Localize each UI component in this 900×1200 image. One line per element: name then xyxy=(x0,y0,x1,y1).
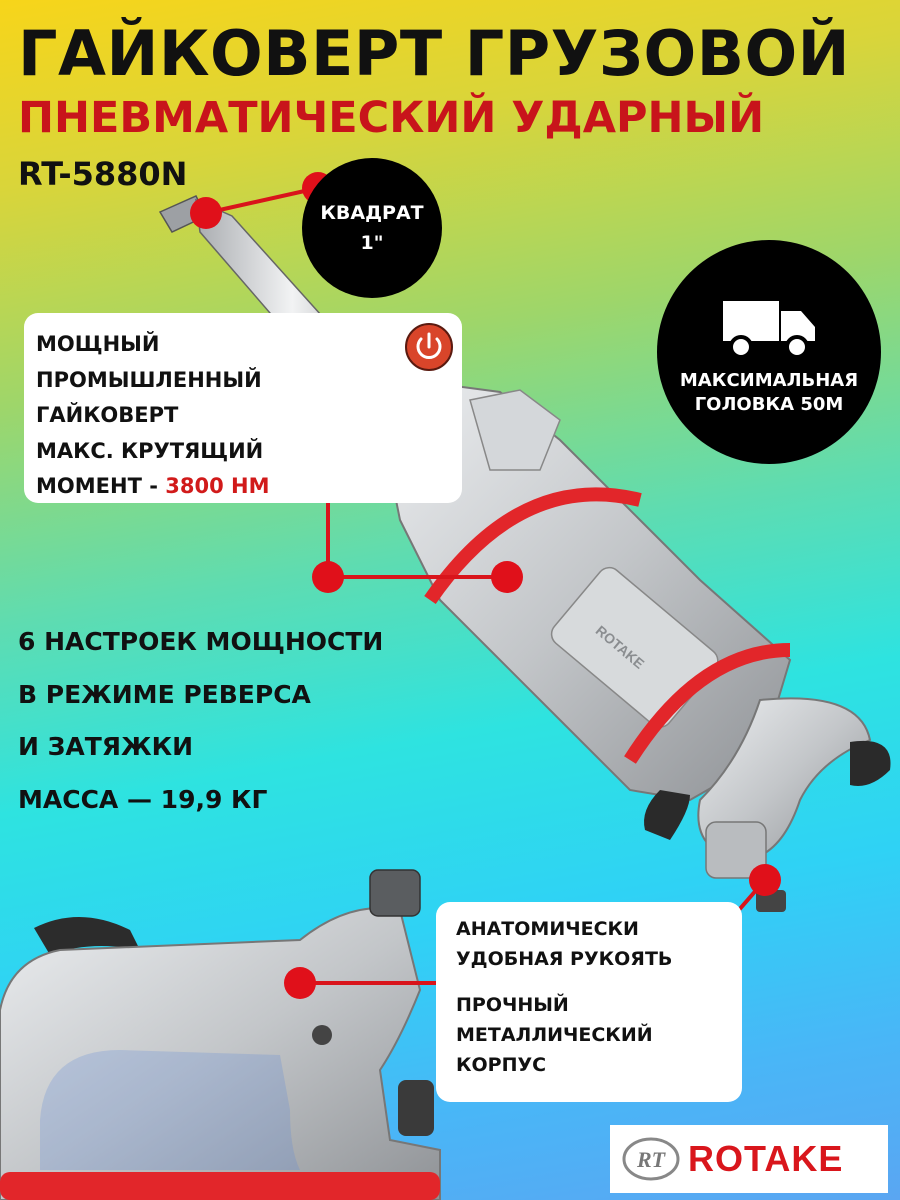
callout-dot xyxy=(491,561,523,593)
torque-prefix: МОМЕНТ - xyxy=(36,474,166,498)
callout-dot xyxy=(749,864,781,896)
body-line: ПРОЧНЫЙ xyxy=(456,994,569,1016)
callout-dot xyxy=(284,967,316,999)
square-drive-callout: КВАДРАТ 1" xyxy=(302,158,442,298)
max-head-line1: МАКСИМАЛЬНАЯ xyxy=(679,370,859,391)
feature-item: В РЕЖИМЕ РЕВЕРСА xyxy=(18,679,311,709)
callout-dot xyxy=(312,561,344,593)
features-list: 6 НАСТРОЕК МОЩНОСТИ В РЕЖИМЕ РЕВЕРСА И З… xyxy=(18,616,383,826)
red-ring-top xyxy=(424,487,642,604)
max-head-line2: ГОЛОВКА 50М xyxy=(694,394,844,415)
page-title: ГАЙКОВЕРТ ГРУЗОВОЙ xyxy=(18,17,851,90)
square-drive-size: 1" xyxy=(360,232,384,254)
handle-closeup xyxy=(0,869,441,1200)
handle-line: УДОБНАЯ РУКОЯТЬ xyxy=(456,948,673,970)
info-line: МОЩНЫЙ xyxy=(36,332,160,356)
brand-name: ROTAKE xyxy=(688,1138,844,1179)
model-number: RT-5880N xyxy=(18,155,188,193)
info-line: ПРОМЫШЛЕННЫЙ xyxy=(36,367,262,392)
handle-info-card: АНАТОМИЧЕСКИ УДОБНАЯ РУКОЯТЬ ПРОЧНЫЙ МЕТ… xyxy=(436,902,742,1102)
handle-line: АНАТОМИЧЕСКИ xyxy=(456,918,639,940)
red-ring-bottom xyxy=(624,643,791,764)
feature-item: И ЗАТЯЖКИ xyxy=(18,732,193,761)
page-subtitle: ПНЕВМАТИЧЕСКИЙ УДАРНЫЙ xyxy=(18,93,765,143)
info-line: ГАЙКОВЕРТ xyxy=(36,403,179,427)
info-line: МАКС. КРУТЯЩИЙ xyxy=(36,438,264,463)
torque-info-card: МОЩНЫЙ ПРОМЫШЛЕННЫЙ ГАЙКОВЕРТ МАКС. КРУТ… xyxy=(24,313,462,503)
brand-logo: RT ROTAKE xyxy=(610,1125,888,1193)
power-icon xyxy=(405,323,453,371)
info-line-torque: МОМЕНТ - 3800 НМ xyxy=(36,469,462,505)
brand-emblem-icon: RT xyxy=(622,1137,680,1181)
feature-item: МАССА — 19,9 КГ xyxy=(18,784,268,814)
wrench-body: ROTAKE xyxy=(378,382,891,912)
max-head-callout: МАКСИМАЛЬНАЯ ГОЛОВКА 50М xyxy=(657,240,881,464)
brand-emblem-text: RT xyxy=(636,1147,667,1172)
body-line: КОРПУС xyxy=(456,1054,547,1076)
feature-item: 6 НАСТРОЕК МОЩНОСТИ xyxy=(18,627,384,656)
torque-value: 3800 НМ xyxy=(165,474,270,498)
callout-dot xyxy=(190,197,222,229)
body-line: МЕТАЛЛИЧЕСКИЙ xyxy=(456,1024,653,1046)
truck-icon xyxy=(723,301,815,359)
square-drive-label: КВАДРАТ xyxy=(320,202,424,224)
